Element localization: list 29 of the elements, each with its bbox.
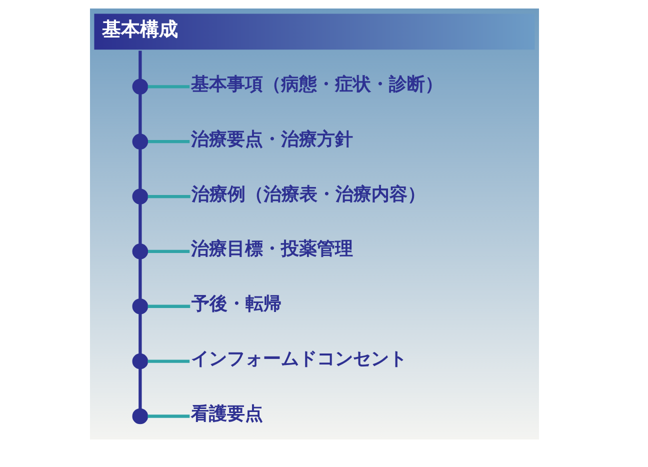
node-text: 基本事項（病態・症状・診断）	[190, 74, 443, 95]
node-box: 基本構成	[94, 14, 535, 50]
node-circle	[132, 408, 148, 424]
node-circle	[132, 353, 148, 370]
connector	[138, 94, 142, 134]
connector	[138, 259, 142, 299]
node-text: 予後・転帰	[191, 294, 282, 315]
node-text: インフォームドコンセント	[190, 348, 407, 370]
connector	[138, 204, 142, 244]
connector	[148, 85, 190, 88]
node-circle	[132, 134, 148, 150]
connector	[148, 304, 190, 308]
node-circle	[132, 78, 148, 95]
connector	[138, 368, 142, 409]
node-text: 看護要点	[190, 404, 263, 425]
node-circle	[132, 298, 148, 314]
connector	[148, 194, 190, 198]
connector	[138, 50, 142, 80]
connector	[138, 314, 142, 354]
connector	[138, 149, 142, 189]
node-circle	[132, 244, 148, 260]
connector	[148, 414, 190, 418]
node-text: 治療要点・治療方針	[190, 128, 353, 150]
node-circle	[132, 188, 148, 204]
connector	[148, 250, 190, 254]
connector	[148, 360, 190, 363]
node-text: 治療目標・投薬管理	[190, 238, 353, 260]
connector	[148, 140, 190, 144]
node-text: 治療例（治療表・治療内容）	[191, 184, 426, 205]
